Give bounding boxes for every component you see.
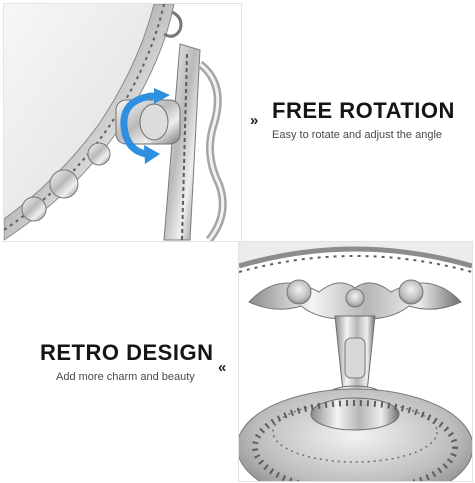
rotate-arrow-icon	[120, 88, 170, 164]
mirror-base-photo	[238, 241, 473, 482]
retro-design-subtitle: Add more charm and beauty	[56, 371, 195, 383]
free-rotation-title: FREE ROTATION	[272, 98, 455, 123]
mirror-hinge-illustration	[4, 4, 241, 241]
mirror-hinge-photo	[3, 3, 242, 242]
mirror-base-illustration	[239, 242, 472, 481]
retro-design-title: RETRO DESIGN	[40, 340, 214, 365]
double-chevron-left-icon: «	[218, 359, 227, 376]
double-chevron-right-icon: »	[250, 112, 259, 129]
free-rotation-subtitle: Easy to rotate and adjust the angle	[272, 129, 443, 141]
